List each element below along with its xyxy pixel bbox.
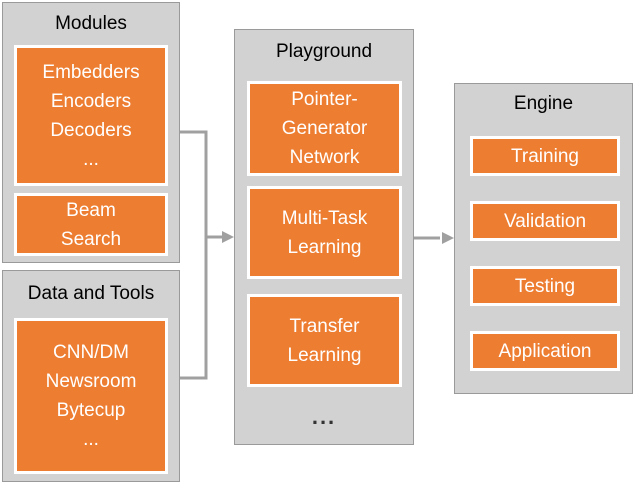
datasets-box: CNN/DM Newsroom Bytecup ... (14, 318, 168, 474)
engine-validation-box: Validation (470, 201, 620, 241)
box-line: Embedders (42, 61, 140, 83)
pointer-generator-box: Pointer- Generator Network (247, 81, 402, 176)
modules-title: Modules (55, 13, 127, 34)
engine-application-box: Application (470, 331, 620, 371)
box-line: Bytecup (56, 400, 126, 421)
box-line: Beam (66, 199, 116, 221)
arrowhead-playground (222, 231, 234, 243)
engine-panel: Engine Training Validation Testing Appli… (454, 83, 633, 394)
playground-ellipsis: ... (311, 404, 337, 429)
beam-search-box: Beam Search (14, 193, 168, 256)
engine-training-box: Training (470, 136, 620, 176)
box-line: Generator (281, 118, 368, 139)
data-tools-title: Data and Tools (27, 283, 155, 304)
box-line: Encoders (50, 90, 132, 112)
engine-testing-box: Testing (470, 266, 620, 306)
box-line: Decoders (50, 119, 132, 141)
multi-task-box: Multi-Task Learning (247, 186, 402, 279)
box-line: Pointer- (291, 89, 358, 110)
merge-connector (180, 130, 208, 380)
box-line: CNN/DM (53, 342, 129, 363)
box-line: Learning (287, 236, 362, 258)
playground-title: Playground (275, 41, 373, 62)
transfer-learning-box: Transfer Learning (247, 294, 402, 387)
data-tools-panel: Data and Tools CNN/DM Newsroom Bytecup .… (2, 270, 180, 482)
box-line: Multi-Task (281, 207, 368, 229)
box-line: Learning (287, 344, 362, 366)
box-line: Transfer (289, 315, 360, 337)
box-line: Application (498, 340, 592, 362)
playground-panel: Playground Pointer- Generator Network Mu… (234, 29, 414, 445)
modules-components-box: Embedders Encoders Decoders ... (14, 45, 168, 186)
box-line: Network (289, 147, 360, 168)
box-line: ... (83, 429, 99, 450)
box-line: Search (60, 228, 122, 250)
arrowhead-engine (442, 232, 454, 244)
engine-title: Engine (513, 93, 574, 114)
box-line: Newsroom (45, 371, 137, 392)
box-line: Training (511, 145, 579, 167)
box-line: Testing (514, 275, 576, 297)
box-line: Validation (503, 210, 587, 232)
modules-panel: Modules Embedders Encoders Decoders ... … (2, 2, 180, 263)
box-line: ... (83, 148, 99, 170)
